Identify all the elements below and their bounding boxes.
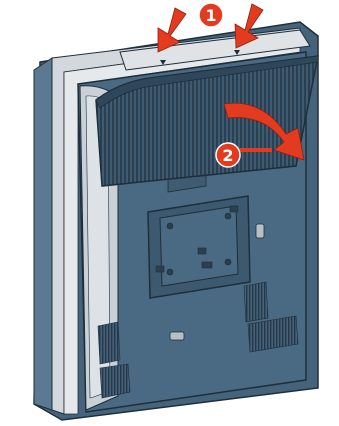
step-2-number: 2 (222, 146, 233, 165)
step-1-number: 1 (205, 6, 216, 25)
side-latch (256, 224, 264, 238)
step-1-badge: 1 (199, 3, 223, 27)
step-2-badge: 2 (216, 143, 240, 167)
